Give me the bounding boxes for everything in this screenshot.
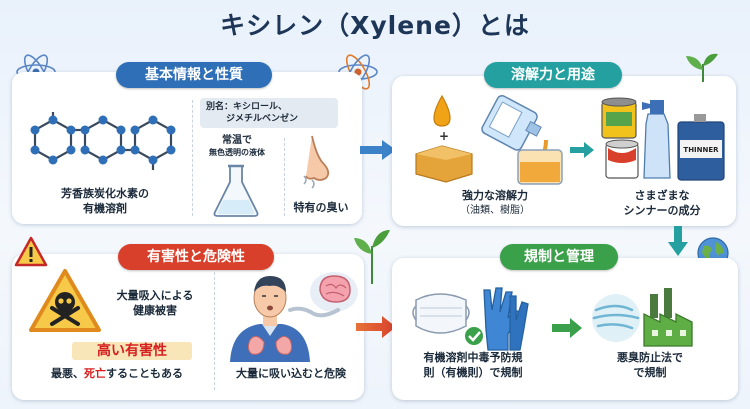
toxicity-label: 高い有害性 [97,343,167,359]
divider [214,272,215,390]
inhalation-icon [230,272,358,362]
organic-solvent-law-label: 有機溶剤中毒予防規 則（有機則）で規制 [423,351,523,379]
solvency-label: 強力な溶解力 （油類、樹脂） [460,189,530,216]
thinner-label: さまざまな シンナーの成分 [623,189,701,217]
leaves-icon [686,53,718,82]
alias-box: 別名：キシロール、 ジメチルベンゼン [200,98,338,128]
benzene-structure-icon [30,112,176,170]
divider [284,138,285,216]
odor-control-icon [592,288,693,347]
odor-label: 特有の臭い [293,201,349,214]
warning-icon [14,236,48,267]
arrow-right-icon [356,316,396,338]
divider [192,100,193,216]
solvent-pour-icon [481,95,563,185]
arrow-right-icon [552,318,582,338]
inhale-danger-label: 大量に吸い込むと危険 [236,367,346,380]
arrow-right-icon [360,140,396,160]
hazard-label: 有害性と危険性 [118,244,274,270]
solvent-label: 溶解力と用途 [484,62,622,88]
skull-warning-icon [29,269,101,332]
flask-icon [213,164,259,217]
regulation-label: 規制と管理 [500,244,618,270]
properties-label: 基本情報と性質 [116,62,272,88]
thinner-can-text: THINNER [683,146,719,154]
paint-thinner-icon: THINNER [601,97,725,181]
arrow-right-icon [570,142,594,158]
mask-gloves-icon [412,287,529,351]
oil-resin-icon: + [415,94,473,183]
aromatic-label: 芳香族炭化水素の 有機溶剤 [61,187,149,215]
health-damage-label: 大量吸入による 健康被害 [116,289,194,317]
arrow-down-icon [668,226,688,256]
nose-icon [303,135,330,189]
death-warning: 最悪、死亡することもある [51,367,183,380]
svg-text:+: + [439,129,449,143]
page-title: キシレン（Xylene）とは [220,11,530,40]
odor-law-label: 悪臭防止法で で規制 [617,351,683,379]
liquid-label: 常温で 無色透明の液体 [209,135,265,157]
toxicity-highlight [72,342,192,360]
sprout-icon [354,230,390,284]
